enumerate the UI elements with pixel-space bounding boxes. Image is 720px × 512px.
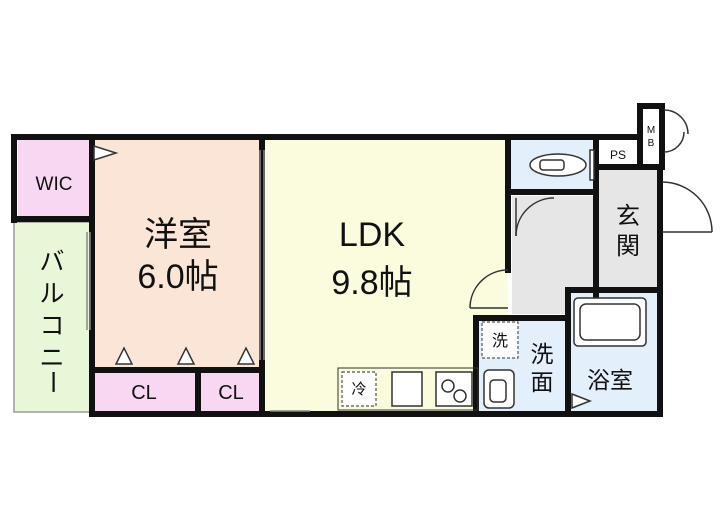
mb-label-2: B — [648, 138, 655, 149]
kitchen-counter — [337, 367, 479, 411]
bathtub-icon — [573, 297, 647, 347]
western-room-size: 6.0帖 — [137, 258, 218, 296]
balcony-area — [13, 221, 91, 413]
mb-label-1: M — [647, 125, 655, 136]
mb-area — [642, 106, 662, 160]
walls — [11, 103, 665, 417]
washroom-label-2: 面 — [531, 369, 554, 395]
bathroom-label: 浴室 — [587, 367, 633, 393]
balcony-char: ル — [39, 279, 64, 308]
fridge-space — [341, 371, 377, 407]
western-room-area — [92, 140, 262, 370]
balcony-char: コ — [39, 311, 64, 340]
wic-area — [18, 140, 92, 216]
washer-label: 洗 — [492, 332, 508, 350]
ps-label: PS — [610, 148, 626, 162]
entrance-area — [598, 170, 660, 290]
closet-2-label: CL — [218, 382, 244, 404]
kitchen-sink-icon — [391, 371, 423, 407]
fridge-label: 冷 — [351, 381, 366, 398]
windows — [86, 150, 310, 412]
ldk-area — [262, 140, 508, 412]
ldk-size: 9.8帖 — [331, 264, 412, 302]
washroom-label-1: 洗 — [531, 341, 554, 367]
closet-1-label: CL — [131, 382, 157, 404]
stove-icon — [435, 371, 473, 407]
balcony-char: ー — [38, 369, 67, 394]
sink-icon — [483, 369, 515, 409]
western-room-name: 洋室 — [144, 216, 212, 254]
entrance-label-2: 関 — [616, 233, 640, 260]
closet-door-markers — [93, 144, 593, 410]
balcony-char: バ — [39, 247, 64, 276]
balcony-char: ニ — [39, 343, 64, 372]
door-swings — [469, 109, 713, 309]
toilet-icon — [529, 149, 595, 181]
entrance-label-1: 玄 — [616, 203, 640, 230]
wic-label: WIC — [36, 174, 73, 195]
ps-area — [598, 140, 638, 168]
closet-2-area — [200, 370, 262, 412]
closet-1-area — [92, 370, 196, 412]
ldk-name: LDK — [339, 216, 405, 254]
balcony-label: バ ル コ ニ ー — [38, 247, 67, 395]
washer-space — [481, 321, 519, 359]
